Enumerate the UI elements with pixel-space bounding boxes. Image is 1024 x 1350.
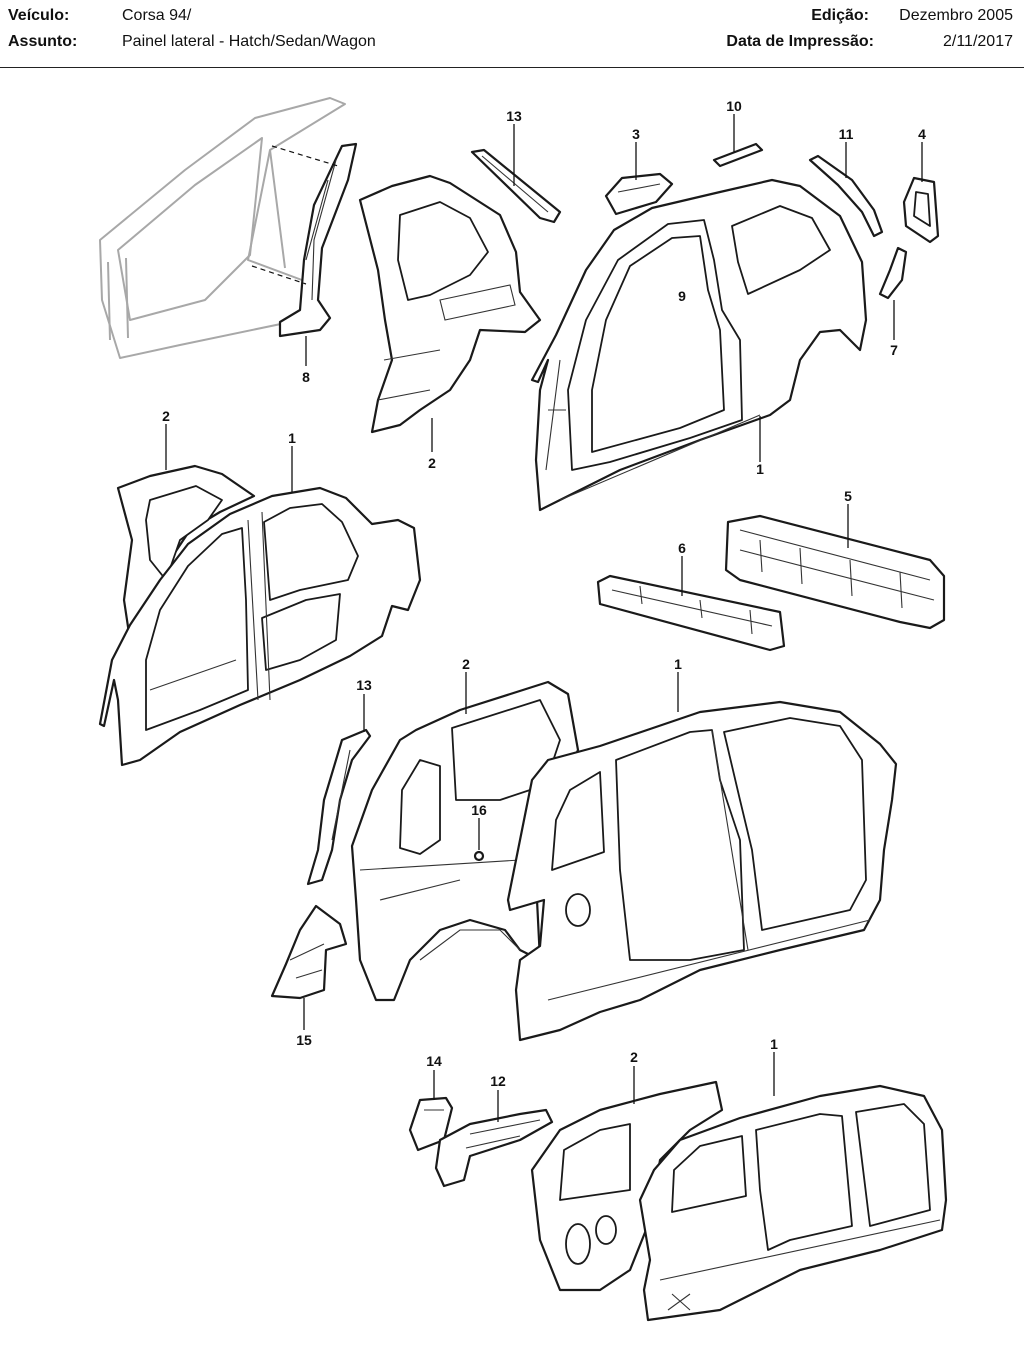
callout-suv-1: 1 (770, 1036, 778, 1052)
callout-hatch-2: 2 (428, 455, 436, 471)
part-11-molding (808, 142, 884, 238)
callout-wagon-2: 2 (462, 656, 470, 672)
sedan-group (98, 424, 946, 767)
callout-sedan-5: 5 (844, 488, 852, 504)
callout-wagon-13: 13 (356, 677, 372, 693)
edition-label: Edição: (811, 7, 869, 24)
part-13-wagon-pillar (306, 694, 372, 886)
vehicle-value: Corsa 94/ (122, 7, 192, 24)
part-13-strip (470, 124, 562, 224)
part-5-floor-rail (724, 504, 946, 630)
part-14-bracket (408, 1070, 454, 1152)
part-2-rear-inner (358, 174, 542, 452)
part-10-clip (712, 114, 764, 168)
callout-sedan-2: 2 (162, 408, 170, 424)
subject-label: Assunto: (8, 33, 78, 50)
part-16-clip (473, 818, 485, 862)
part-7-bracket (878, 246, 908, 340)
edition-value: Dezembro 2005 (899, 7, 1013, 24)
callout-hatch-9: 9 (678, 288, 686, 304)
exploded-parts-diagram: 8 2 13 3 10 11 4 9 7 1 2 1 5 6 13 2 1 16… (0, 70, 1024, 1350)
print-date-label: Data de Impressão: (726, 33, 874, 50)
part-4-bracket (902, 142, 940, 244)
callout-hatch-8: 8 (302, 369, 310, 385)
part-15-wheelhouse (270, 904, 348, 1030)
callout-hatch-3: 3 (632, 126, 640, 142)
part-3-bracket (604, 142, 674, 216)
callout-hatch-13: 13 (506, 108, 522, 124)
callout-hatch-7: 7 (890, 342, 898, 358)
callout-suv-2: 2 (630, 1049, 638, 1065)
callout-wagon-1: 1 (674, 656, 682, 672)
vehicle-label: Veículo: (8, 7, 70, 24)
part-1-wagon-outer (506, 672, 898, 1042)
callout-labels: 8 2 13 3 10 11 4 9 7 1 2 1 5 6 13 2 1 16… (162, 98, 926, 1089)
callout-suv-12: 12 (490, 1073, 506, 1089)
print-date-value: 2/11/2017 (943, 33, 1013, 50)
callout-hatch-10: 10 (726, 98, 742, 114)
subject-value: Painel lateral - Hatch/Sedan/Wagon (122, 33, 376, 50)
callout-hatch-11: 11 (839, 126, 854, 142)
hatch-group (99, 97, 940, 512)
suv-group (408, 1052, 948, 1322)
part-1-suv-outer (638, 1052, 948, 1322)
diagram-svg: 8 2 13 3 10 11 4 9 7 1 2 1 5 6 13 2 1 16… (98, 97, 948, 1322)
part-2-suv-inner (530, 1066, 724, 1292)
wagon-group (270, 672, 898, 1042)
part-1-hatch-outer (530, 178, 868, 512)
part-12-support (434, 1090, 554, 1188)
part-6-sill (596, 556, 786, 652)
part-2-wagon-inner (350, 672, 580, 1002)
part-1-sedan-outer (98, 446, 422, 767)
ghost-body-outline (99, 97, 346, 359)
callout-wagon-15: 15 (296, 1032, 312, 1048)
callout-sedan-6: 6 (678, 540, 686, 556)
part-8-b-pillar (251, 142, 358, 366)
callout-sedan-1: 1 (288, 430, 296, 446)
callout-wagon-16: 16 (471, 802, 487, 818)
callout-hatch-1: 1 (756, 461, 764, 477)
callout-hatch-4: 4 (918, 126, 926, 142)
page-header: Veículo: Corsa 94/ Assunto: Painel later… (0, 0, 1024, 68)
callout-suv-14: 14 (426, 1053, 442, 1069)
